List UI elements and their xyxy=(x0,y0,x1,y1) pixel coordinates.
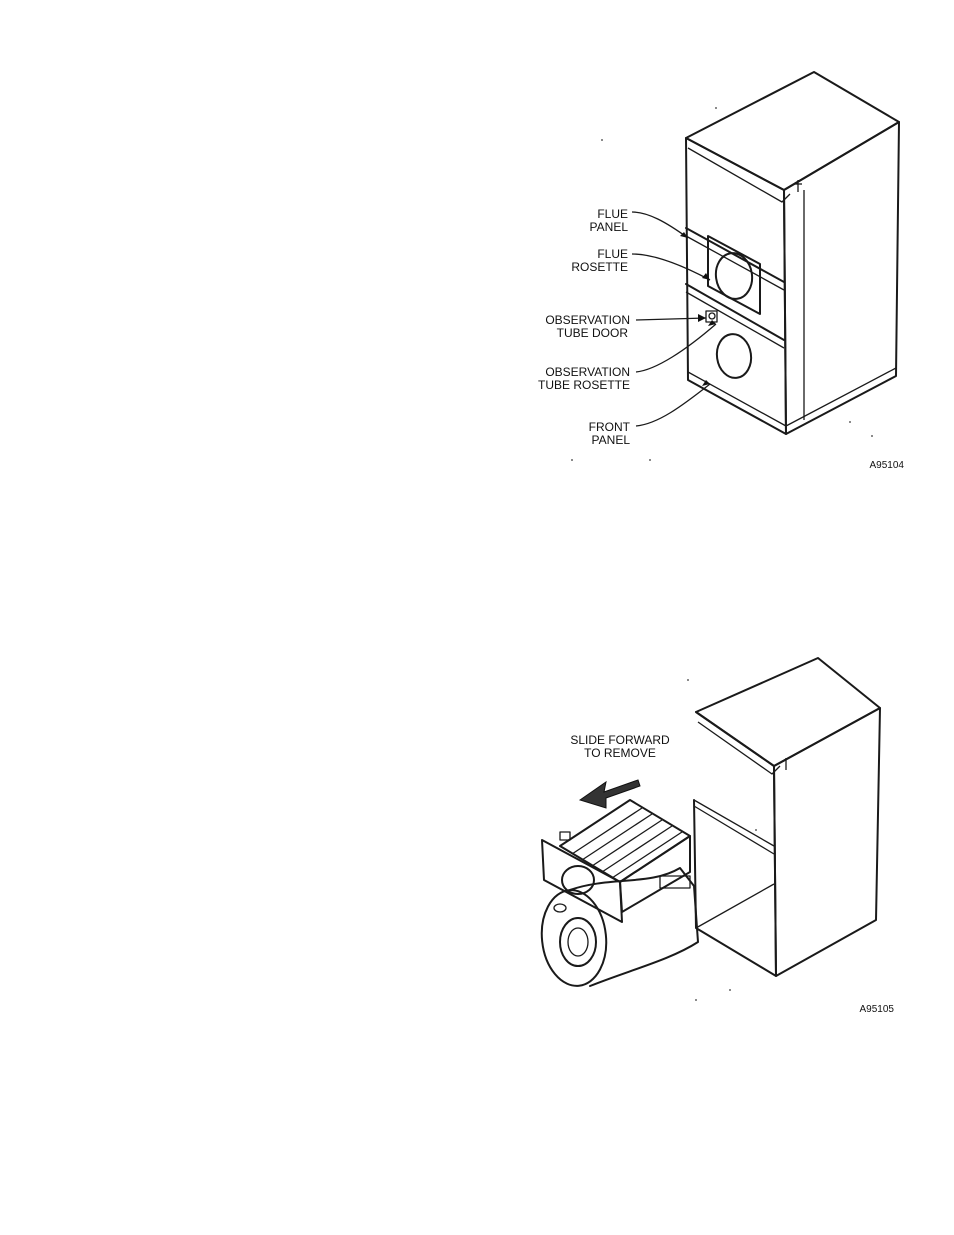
cabinet-top xyxy=(696,658,880,766)
observation-tube-rosette xyxy=(714,332,754,380)
label-front-panel-1: FRONT xyxy=(589,420,631,434)
furnace-front-view-figure: FLUE PANEL FLUE ROSETTE OBSERVATION TUBE… xyxy=(520,60,920,480)
flue-panel-leader xyxy=(632,212,688,238)
observation-door-leader xyxy=(636,318,706,320)
figure-code-top: A95104 xyxy=(870,460,905,471)
slide-forward-arrow xyxy=(580,780,640,808)
label-flue-panel-1: FLUE xyxy=(597,207,628,221)
observation-rosette-leader xyxy=(636,324,716,372)
cabinet-top xyxy=(686,72,899,190)
label-flue-rosette-1: FLUE xyxy=(597,247,628,261)
flue-rosette-leader xyxy=(632,254,710,280)
front-panel-leader xyxy=(636,384,710,426)
furnace-front-view-drawing: FLUE PANEL FLUE ROSETTE OBSERVATION TUBE… xyxy=(520,60,920,480)
cabinet-right-side xyxy=(774,708,880,976)
flue-panel-edge xyxy=(686,228,784,282)
cabinet-right-side xyxy=(784,122,899,434)
label-observation-rosette-1: OBSERVATION xyxy=(545,365,630,379)
combustion-chamber xyxy=(537,868,698,989)
cabinet-front xyxy=(686,138,786,434)
label-flue-rosette-2: ROSETTE xyxy=(571,260,628,274)
figure-code-bottom: A95105 xyxy=(860,1004,895,1015)
label-front-panel-2: PANEL xyxy=(592,433,631,447)
label-flue-panel-2: PANEL xyxy=(590,220,629,234)
label-observation-rosette-2: TUBE ROSETTE xyxy=(538,378,630,392)
heat-exchanger-removal-figure: SLIDE FORWARD TO REMOVE A95105 xyxy=(520,650,920,1020)
heat-exchanger-removal-drawing: SLIDE FORWARD TO REMOVE A95105 xyxy=(520,650,920,1020)
heat-exchanger-fins xyxy=(560,800,690,912)
label-slide-forward: SLIDE FORWARD xyxy=(570,733,670,747)
label-observation-door-1: OBSERVATION xyxy=(545,313,630,327)
label-observation-door-2: TUBE DOOR xyxy=(557,326,629,340)
label-to-remove: TO REMOVE xyxy=(584,746,656,760)
